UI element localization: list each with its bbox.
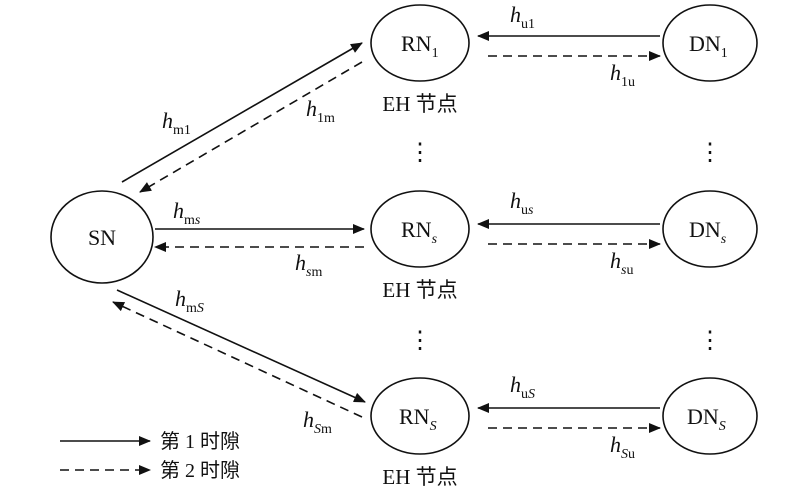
label-hms: hms bbox=[173, 198, 201, 228]
label-h1m: h1m bbox=[306, 96, 335, 126]
label-hSm: hSm bbox=[303, 407, 332, 437]
sn-label: SN bbox=[88, 225, 116, 250]
eh-caption-1: EH 节点 bbox=[382, 92, 457, 116]
label-hu1: hu1 bbox=[510, 2, 535, 32]
rnS-node: RNS bbox=[370, 377, 470, 455]
label-hsu: hsu bbox=[610, 248, 633, 278]
dots-rn-lower: ⋮ bbox=[408, 328, 432, 354]
arrow-sn-to-rnS bbox=[116, 289, 366, 403]
dns-label: DNs bbox=[689, 217, 727, 247]
label-hSu: hSu bbox=[610, 432, 635, 462]
rns-label: RNs bbox=[401, 217, 438, 247]
dots-dn-lower: ⋮ bbox=[698, 328, 722, 354]
eh-caption-S: EH 节点 bbox=[382, 465, 457, 489]
rnS-label: RNS bbox=[399, 404, 437, 434]
legend: 第 1 时隙 第 2 时隙 bbox=[60, 430, 240, 482]
dns-node: DNs bbox=[662, 190, 758, 268]
label-h1u: h1u bbox=[610, 60, 635, 90]
dots-rn-upper: ⋮ bbox=[408, 140, 432, 166]
legend-slot1: 第 1 时隙 bbox=[160, 430, 240, 453]
dn1-label: DN1 bbox=[689, 31, 728, 61]
dn1-node: DN1 bbox=[662, 4, 758, 82]
eh-caption-s: EH 节点 bbox=[382, 278, 457, 302]
label-hmS: hmS bbox=[175, 286, 204, 316]
legend-slot2: 第 2 时隙 bbox=[160, 459, 240, 482]
arrow-rn1-to-sn bbox=[139, 61, 363, 193]
label-hus: hus bbox=[510, 188, 534, 218]
label-hsm: hsm bbox=[295, 250, 322, 280]
rns-node: RNs bbox=[370, 190, 470, 268]
label-hm1: hm1 bbox=[162, 108, 191, 138]
dnS-label: DNS bbox=[687, 404, 726, 434]
rn1-label: RN1 bbox=[401, 31, 439, 61]
arrow-sn-to-rn1 bbox=[121, 42, 363, 183]
sn-node: SN bbox=[50, 190, 154, 284]
dots-dn-upper: ⋮ bbox=[698, 140, 722, 166]
arrow-rnS-to-sn bbox=[112, 301, 363, 418]
dnS-node: DNS bbox=[662, 377, 758, 455]
label-huS: huS bbox=[510, 372, 535, 402]
rn1-node: RN1 bbox=[370, 4, 470, 82]
